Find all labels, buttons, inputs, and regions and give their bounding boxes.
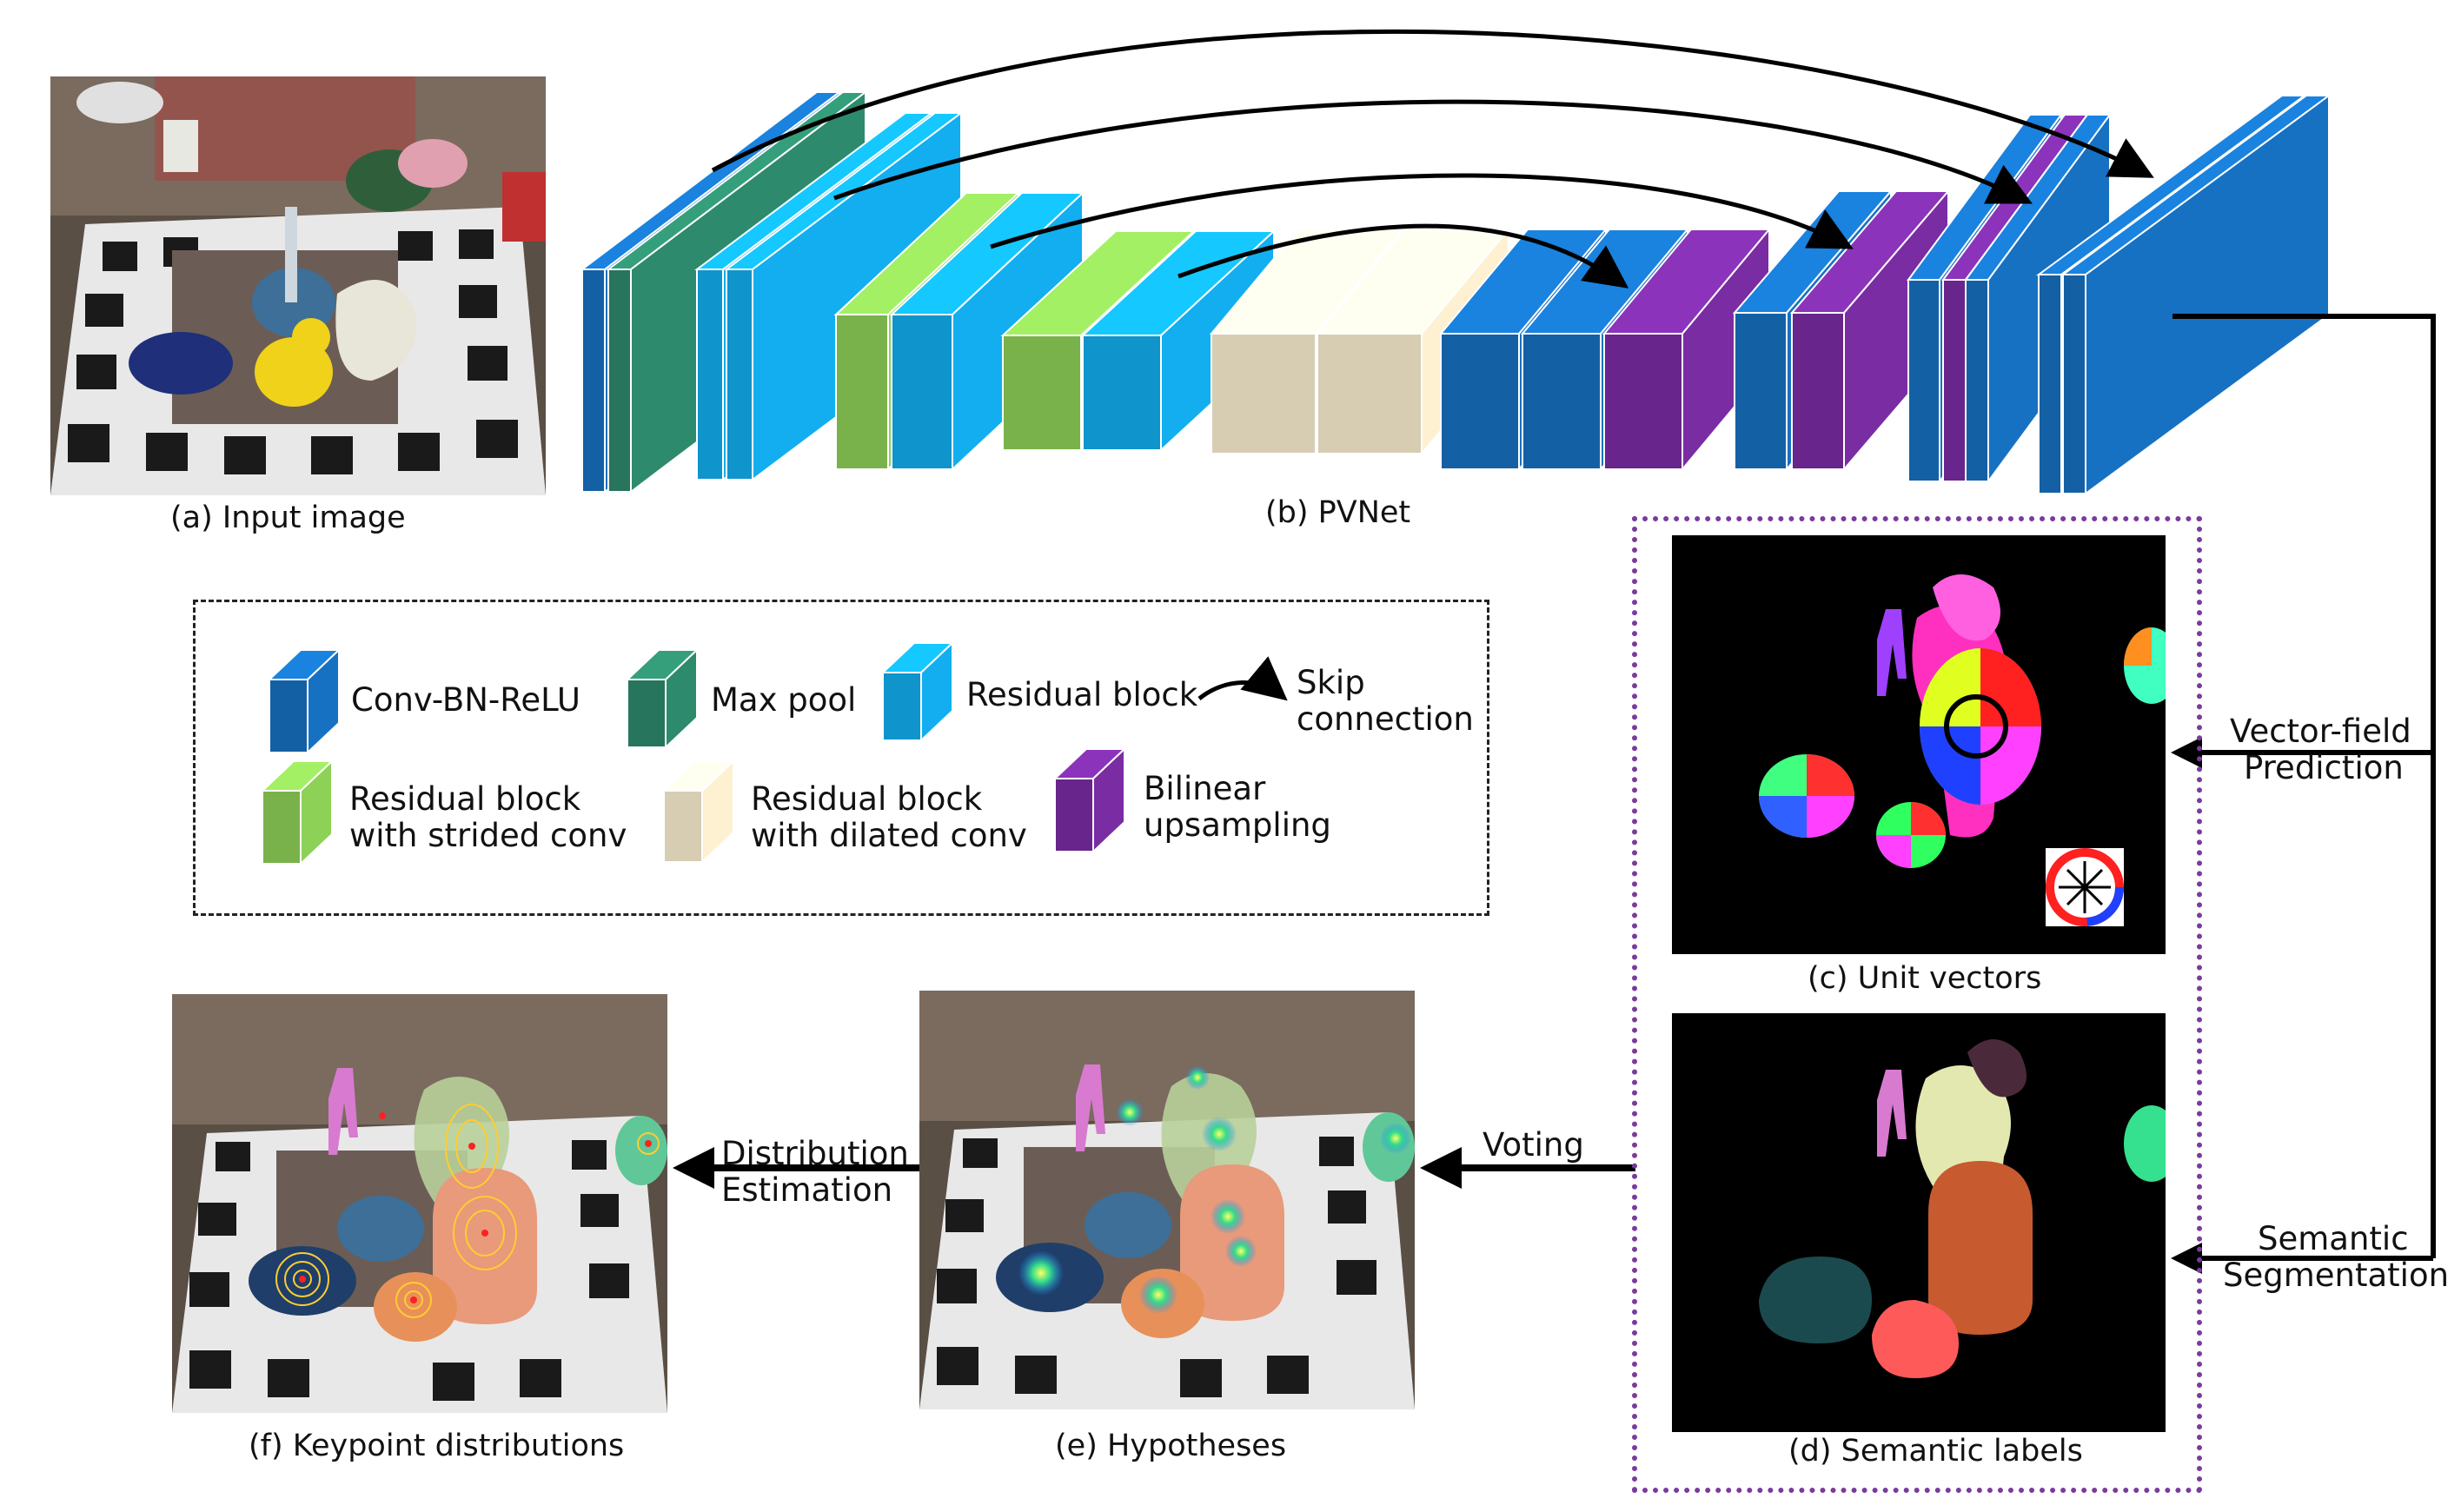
caption-pvnet: (b) PVNet	[1265, 495, 1411, 530]
label-distribution-2: Estimation	[721, 1171, 893, 1209]
hypotheses-image	[919, 991, 1415, 1409]
caption-input-image: (a) Input image	[170, 501, 406, 535]
legend-icon-maxpool	[625, 647, 700, 750]
unit-vectors-image	[1672, 535, 2166, 954]
output-trunk-line	[2172, 314, 2436, 1258]
skip-connection-4	[1177, 223, 1629, 288]
caption-unit-vectors: (c) Unit vectors	[1808, 961, 2042, 996]
legend-bilinear-line2: upsampling	[1144, 806, 1331, 844]
legend-strided-line2: with strided conv	[349, 817, 627, 854]
block-conv-8	[2060, 94, 2332, 495]
legend-skip-line1: Skip	[1297, 664, 1365, 701]
label-distribution-1: Distribution	[721, 1135, 909, 1172]
legend-residual-block: Residual block	[966, 676, 1198, 713]
legend-icons	[260, 640, 1288, 866]
label-vector-field-2: Prediction	[2244, 749, 2404, 786]
caption-keypoint-distributions: (f) Keypoint distributions	[249, 1429, 625, 1463]
skip-connections	[711, 29, 2154, 288]
skip-connection-2	[833, 99, 2033, 204]
label-semantic-2: Segmentation	[2223, 1257, 2450, 1294]
legend-icon-conv	[267, 647, 342, 755]
skip-connection-3	[990, 173, 1854, 249]
legend-box	[193, 600, 1489, 916]
legend-max-pool: Max pool	[711, 681, 857, 719]
input-image	[50, 76, 546, 495]
caption-semantic-labels: (d) Semantic labels	[1788, 1434, 2083, 1469]
legend-conv-bn-relu: Conv-BN-ReLU	[351, 681, 580, 719]
semantic-labels-image	[1672, 1013, 2166, 1432]
legend-dilated-line2: with dilated conv	[751, 817, 1027, 854]
label-semantic-1: Semantic	[2258, 1220, 2409, 1257]
legend-icon-skip	[1197, 656, 1288, 701]
label-vector-field-1: Vector-field	[2230, 713, 2411, 750]
legend-icon-strided	[260, 759, 335, 866]
legend-icon-residual	[880, 640, 955, 743]
output-mask-box	[1632, 516, 2202, 1493]
keypoint-distributions-image	[172, 994, 667, 1413]
label-voting: Voting	[1483, 1126, 1584, 1164]
skip-connection-1	[711, 29, 2154, 178]
block-res-3	[1080, 229, 1277, 453]
legend-bilinear-line1: Bilinear	[1144, 770, 1266, 807]
legend-strided-line1: Residual block	[349, 780, 581, 818]
network-blocks	[580, 90, 2332, 495]
legend-dilated-line1: Residual block	[751, 780, 983, 818]
legend-skip-line2: connection	[1297, 700, 1474, 738]
caption-hypotheses: (e) Hypotheses	[1055, 1429, 1287, 1463]
flow-lines	[673, 314, 2436, 1274]
legend-icon-dilated	[661, 759, 736, 865]
legend-icon-bilinear	[1052, 746, 1127, 854]
